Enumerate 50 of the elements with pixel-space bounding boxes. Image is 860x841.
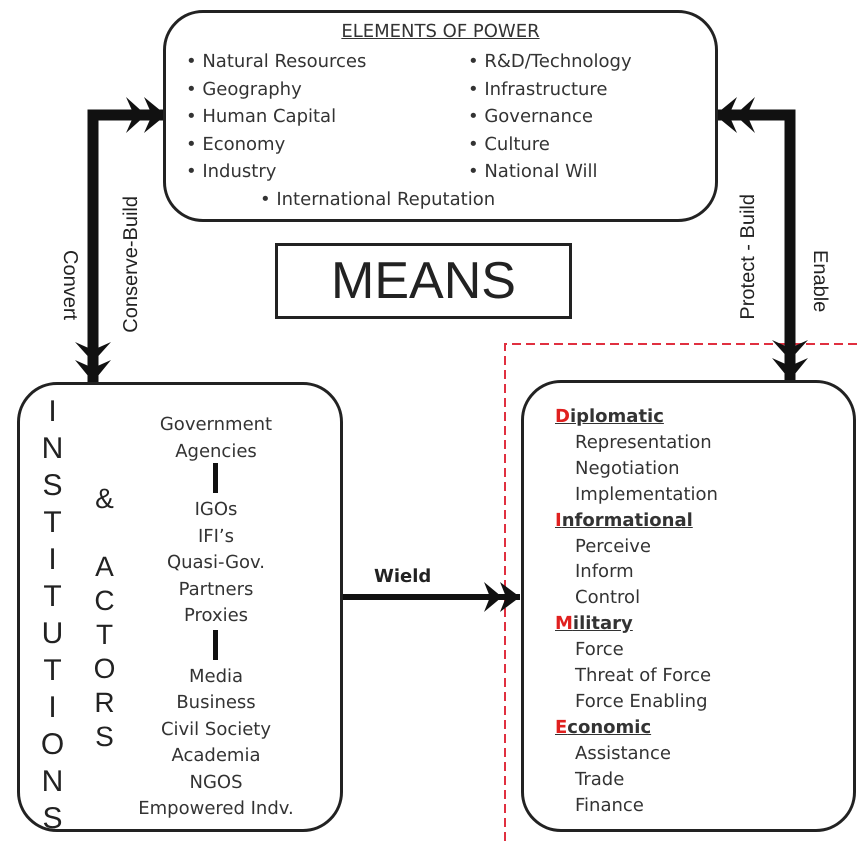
title-box <box>275 243 572 319</box>
list-item: • Geography <box>186 78 302 100</box>
list-item: NGOS <box>188 772 244 794</box>
list-item: IFI’s <box>196 526 236 548</box>
vertical-label: Enable <box>808 250 831 312</box>
list-item: Academia <box>170 745 262 767</box>
list-item: • Governance <box>468 106 593 128</box>
list-item: Force <box>575 639 624 662</box>
list-item: IGOs <box>194 499 238 521</box>
vertical-label: Conserve-Build <box>120 196 143 333</box>
list-item: Implementation <box>575 484 718 506</box>
list-item: Inform <box>575 561 634 584</box>
title: MEANS <box>330 251 517 312</box>
list-item: Business <box>175 692 257 714</box>
list-item: Perceive <box>575 536 651 558</box>
list-item: • R&D/Technology <box>468 51 632 73</box>
list-item: Media <box>188 666 244 688</box>
list-item: • Culture <box>468 134 550 156</box>
list-item: Threat of Force <box>575 665 712 687</box>
list-item: Partners <box>178 578 254 600</box>
category-heading: Economic <box>555 716 652 739</box>
category-heading: Military <box>555 613 633 636</box>
list-item: Negotiation <box>575 458 680 480</box>
heading: ELEMENTS OF POWER <box>340 21 541 43</box>
list-item: Force Enabling <box>575 690 708 713</box>
list-item: • Natural Resources <box>186 51 366 73</box>
list-item: Civil Society <box>160 718 272 740</box>
vertical-title: & ACTORS <box>88 483 120 755</box>
list-item: • National Will <box>468 161 598 183</box>
category-heading: Diplomatic <box>555 406 664 428</box>
list-item: Government Agencies <box>158 413 274 464</box>
vertical-title: INSTITUTIONS <box>36 395 68 839</box>
list-item: • International Reputation <box>260 188 496 210</box>
rounded-box <box>17 382 343 832</box>
list-item: Control <box>575 587 640 610</box>
list-item: • Industry <box>186 161 276 183</box>
list-item: Representation <box>575 432 712 454</box>
list-item: Proxies <box>182 605 250 627</box>
vertical-label: Convert <box>58 250 81 320</box>
list-item: • Human Capital <box>186 106 336 128</box>
list-item: Empowered Indv. <box>137 798 295 820</box>
list-item: Quasi-Gov. <box>166 552 266 574</box>
list-item: Finance <box>575 794 644 816</box>
category-heading: Informational <box>555 510 693 532</box>
list-item: Trade <box>575 768 624 791</box>
vertical-label: Protect - Build <box>737 194 760 320</box>
list-item: • Economy <box>186 134 286 156</box>
rounded-box <box>163 10 718 222</box>
list-item: • Infrastructure <box>468 78 608 100</box>
list-item: Assistance <box>575 742 671 765</box>
